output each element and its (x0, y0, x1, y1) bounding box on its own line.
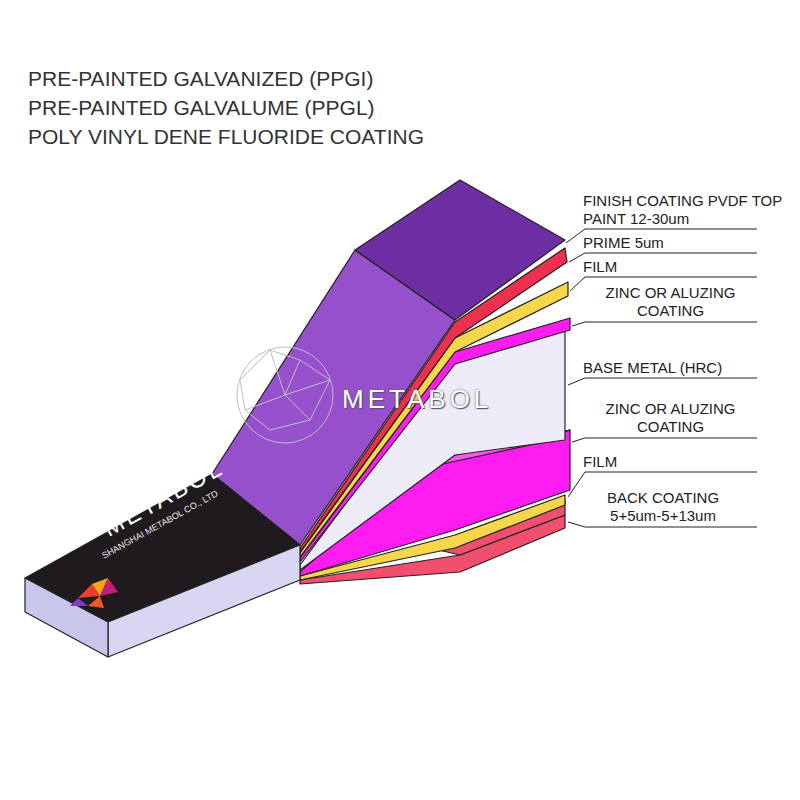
layer-label: BASE METAL (HRC) (583, 359, 783, 377)
layer-label: FINISH COATING PVDF TOP PAINT 12-30um (583, 192, 783, 228)
layer-label: FILM (583, 453, 783, 471)
watermark: METABOL (342, 384, 572, 415)
title-line: POLY VINYL DENE FLUORIDE COATING (28, 124, 588, 149)
layer-label: ZINC OR ALUZING COATING (583, 400, 758, 436)
layer-label: FILM (583, 258, 783, 276)
layer-label: BACK COATING 5+5um-5+13um (583, 489, 743, 525)
layer-label: PRIME 5um (583, 234, 783, 252)
title-line: PRE-PAINTED GALVALUME (PPGL) (28, 95, 588, 120)
layer-label: ZINC OR ALUZING COATING (583, 284, 758, 320)
title-line: PRE-PAINTED GALVANIZED (PPGI) (28, 66, 588, 91)
